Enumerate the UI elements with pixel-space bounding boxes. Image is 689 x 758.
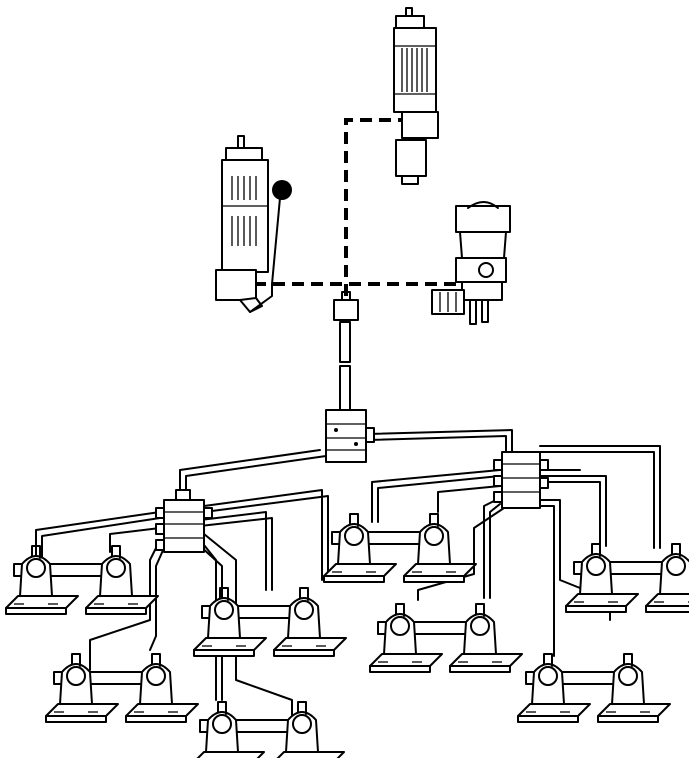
- primary-divider-block: [325, 409, 375, 463]
- bearing-pair-1: [6, 546, 158, 614]
- main-tubing: [179, 429, 661, 549]
- bearing-units: [6, 514, 689, 758]
- left-divider-block: [35, 489, 329, 721]
- bearing-pair-7: [518, 654, 670, 722]
- bearing-pair-6: [370, 604, 522, 672]
- right-divider-block: [371, 451, 611, 657]
- motor-grease-pump: [393, 7, 439, 185]
- bearing-pair-8: [566, 544, 689, 612]
- bearing-pair-2: [46, 654, 198, 722]
- bearing-pair-5: [324, 514, 476, 582]
- electric-reservoir-pump: [431, 201, 511, 325]
- junction-block: [333, 291, 359, 411]
- bearing-pair-4: [192, 702, 344, 758]
- supply-lines: [254, 118, 460, 300]
- manual-grease-pump: [215, 135, 292, 313]
